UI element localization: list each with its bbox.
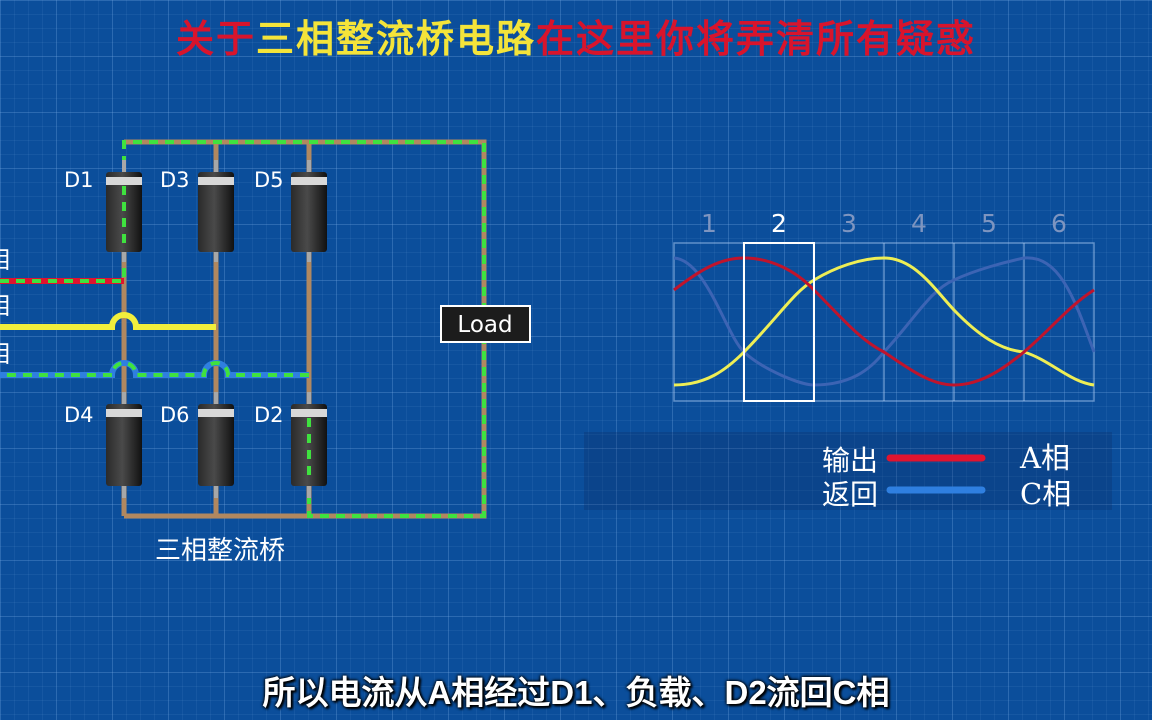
diode-d1 (106, 160, 142, 262)
page-title: 关于三相整流桥电路在这里你将弄清所有疑惑 (0, 8, 1152, 63)
phase-label-c: 相 (0, 340, 10, 368)
legend-return-label: 返回 (822, 478, 878, 511)
waveform-panel: 1 2 3 4 5 6 (584, 209, 1112, 510)
phase-label-b: 相 (0, 292, 10, 320)
title-part-3: 在这里你将弄清所有疑惑 (536, 16, 977, 61)
segment-label-4: 4 (911, 209, 927, 238)
diode-label-d1: D1 (64, 168, 94, 192)
diode-label-d3: D3 (160, 168, 190, 192)
diode-label-d4: D4 (64, 403, 94, 427)
segment-label-2: 2 (771, 209, 787, 238)
diode-d6 (198, 392, 234, 498)
title-part-2: 三相整流桥电路 (255, 16, 536, 61)
legend-phase-a-label: A相 (1019, 441, 1070, 475)
segment-label-3: 3 (841, 209, 857, 238)
highlight-segment-box (743, 242, 815, 402)
diode-label-d2: D2 (254, 403, 284, 427)
segment-label-6: 6 (1051, 209, 1067, 238)
load-label: Load (457, 312, 512, 338)
legend-phase-c-label: C相 (1020, 477, 1071, 511)
waveform-legend: 输出 返回 A相 C相 (822, 441, 1071, 511)
subtitle-caption: 所以电流从A相经过D1、负载、D2流回C相 (262, 674, 890, 711)
diode-d3 (198, 160, 234, 262)
phase-label-a: 相 (0, 246, 10, 274)
diode-d4 (106, 392, 142, 498)
diode-label-d6: D6 (160, 403, 190, 427)
segment-label-5: 5 (981, 209, 997, 238)
title-part-1: 关于 (175, 16, 256, 61)
diode-label-d5: D5 (254, 168, 284, 192)
bridge-label: 三相整流桥 (155, 536, 285, 566)
legend-output-label: 输出 (822, 444, 878, 477)
segment-label-1: 1 (701, 209, 717, 238)
load-box: Load (440, 305, 531, 343)
phase-b-line (0, 312, 216, 330)
diode-d2 (291, 392, 327, 498)
diode-d5 (291, 160, 327, 262)
